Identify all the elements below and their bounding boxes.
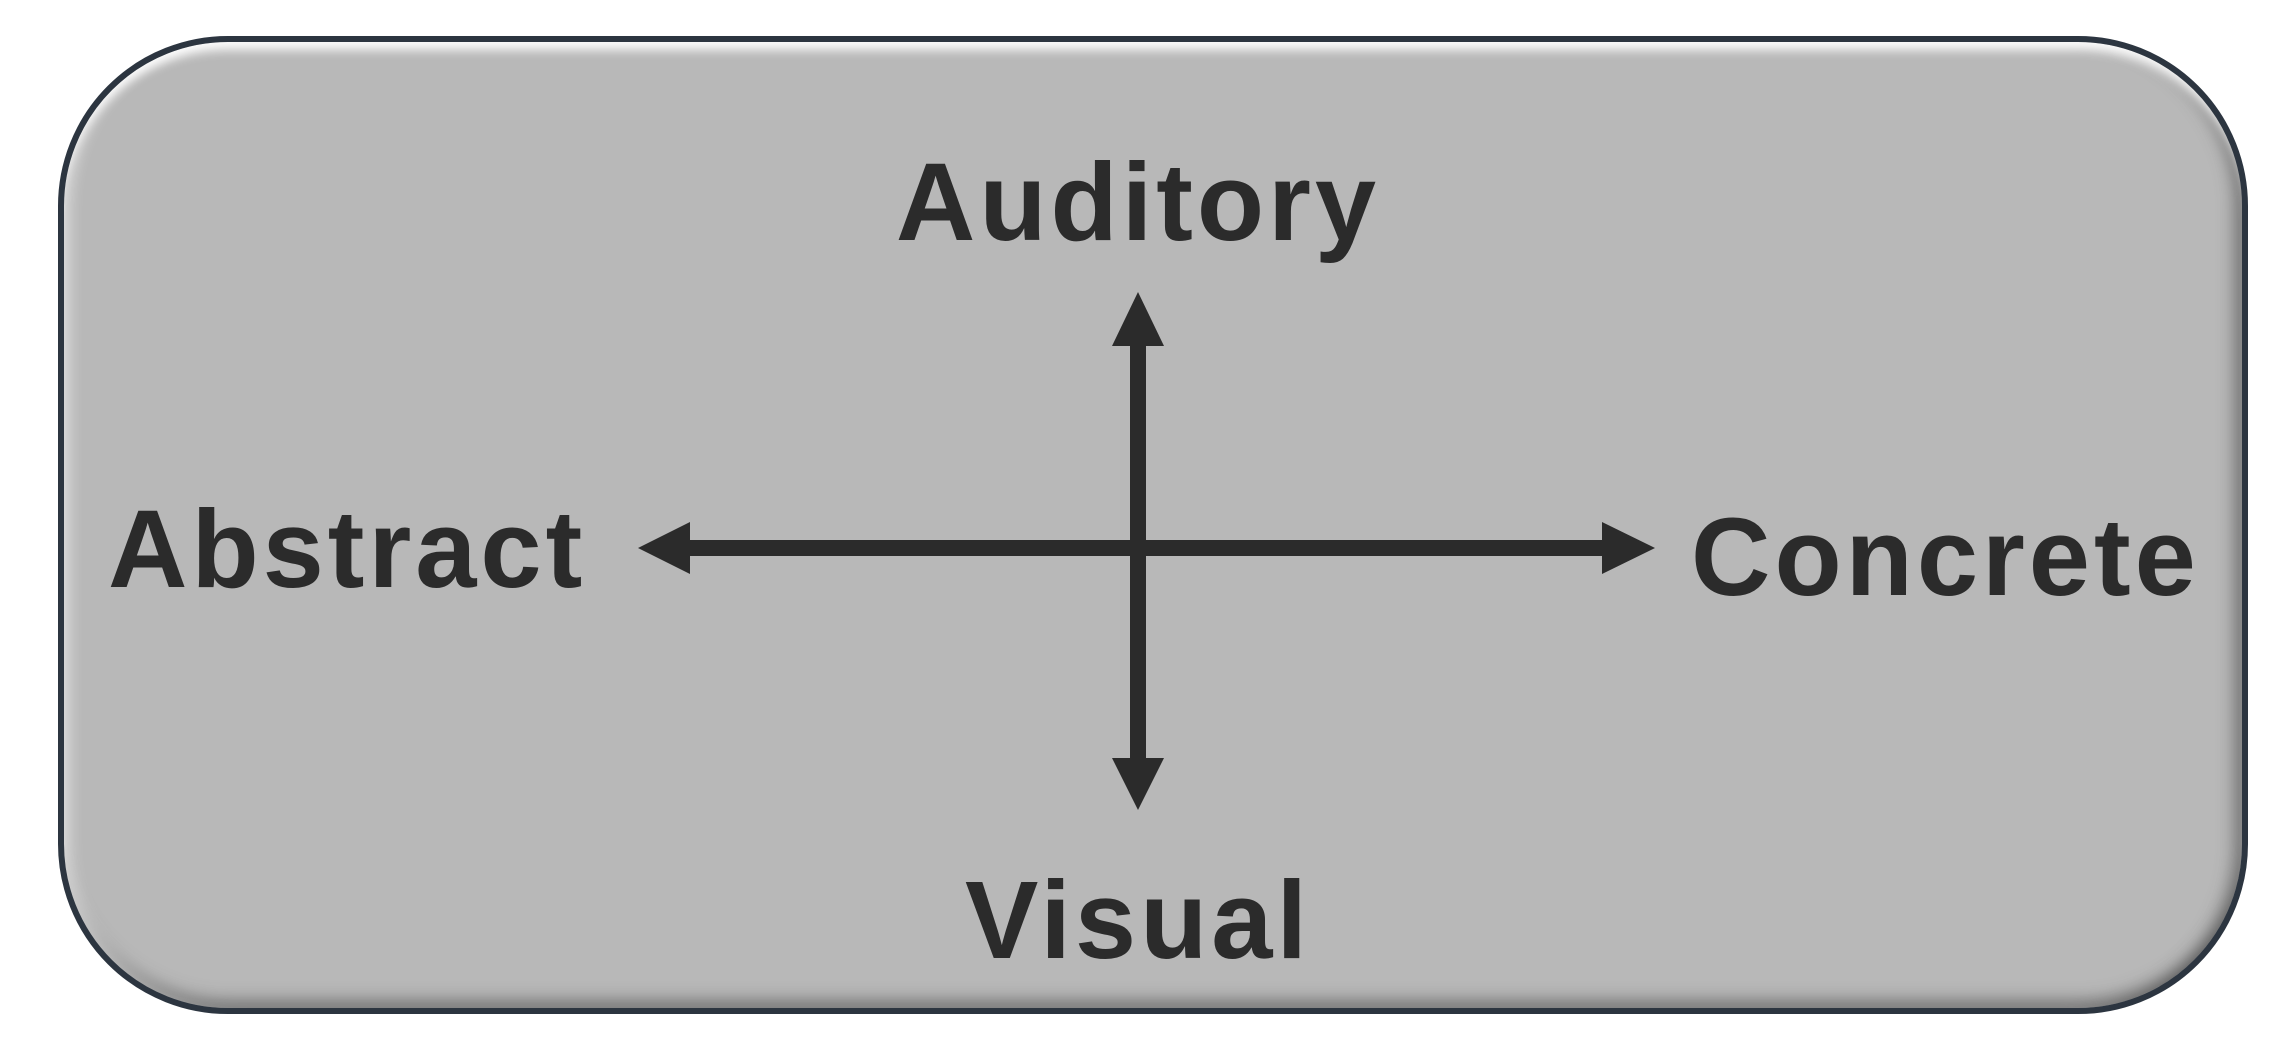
axis-label-top: Auditory xyxy=(895,141,1381,264)
axis-label-left: Abstract xyxy=(108,488,587,611)
left-arrowhead xyxy=(638,522,690,574)
down-arrowhead xyxy=(1112,758,1164,810)
up-arrowhead xyxy=(1112,292,1164,346)
rounded-panel xyxy=(58,36,2248,1014)
axis-label-right: Concrete xyxy=(1691,496,2200,619)
right-arrowhead xyxy=(1602,522,1655,574)
axis-label-bottom: Visual xyxy=(964,859,1312,982)
